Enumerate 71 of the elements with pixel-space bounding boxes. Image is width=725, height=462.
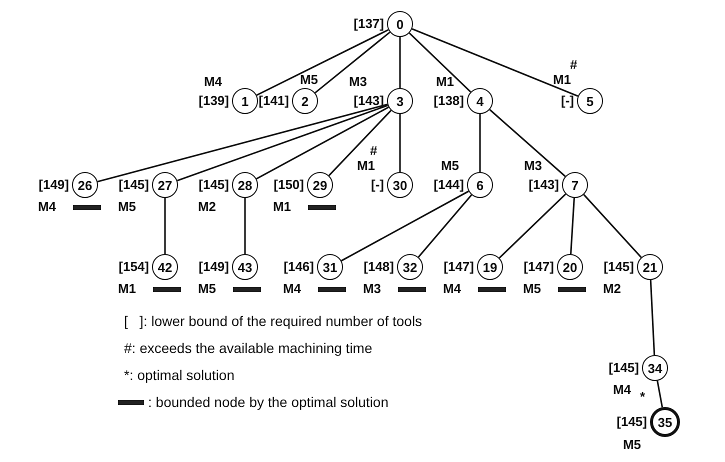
machine-label: M5 (198, 282, 216, 295)
lower-bound-label: [148] (364, 260, 394, 273)
mark-symbol: # (370, 144, 378, 157)
lower-bound-label: [141] (258, 94, 289, 107)
machine-label: M4 (612, 383, 632, 396)
machine-label: M5 (440, 159, 460, 172)
mark-symbol: * (640, 390, 646, 403)
machine-label: M2 (602, 282, 622, 295)
tree-edge (412, 28, 578, 97)
tree-edge (399, 37, 401, 88)
machine-label: M1 (272, 200, 292, 213)
lower-bound-label: [-] (561, 94, 574, 107)
machine-label: M3 (348, 75, 368, 88)
lower-bound-label: [143] (354, 94, 384, 107)
machine-label: M5 (300, 73, 318, 86)
mark-symbol: # (570, 58, 578, 71)
tree-edge (97, 104, 388, 182)
tree-edge (164, 198, 166, 254)
machine-label: M1 (552, 73, 572, 86)
machine-label: M4 (38, 200, 56, 213)
lower-bound-label: [149] (38, 178, 69, 191)
machine-label: M2 (198, 200, 216, 213)
machine-label: M3 (524, 159, 542, 172)
legend-text: *: optimal solution (124, 368, 235, 382)
tree-edge (418, 194, 472, 258)
lower-bound-label: [139] (198, 94, 229, 107)
lower-bound-label: [137] (354, 17, 384, 30)
machine-label: M5 (522, 282, 542, 295)
lower-bound-label: [145] (604, 260, 634, 273)
legend-text: #: exceeds the available machining time (124, 341, 372, 355)
tree-edge (314, 32, 390, 94)
machine-label: M1 (436, 75, 454, 88)
tree-edge (570, 198, 575, 254)
tree-edge (656, 380, 664, 408)
lower-bound-label: [146] (284, 260, 314, 273)
machine-label: M4 (442, 282, 462, 295)
lower-bound-label: [138] (434, 94, 464, 107)
machine-label: M5 (622, 438, 642, 451)
tree-edge (583, 194, 642, 258)
machine-label: M4 (282, 282, 302, 295)
legend-text: : bounded node by the optimal solution (148, 395, 389, 409)
lower-bound-label: [154] (118, 260, 149, 273)
lower-bound-label: [-] (371, 178, 384, 191)
lower-bound-label: [143] (528, 178, 559, 191)
lower-bound-label: [145] (616, 415, 647, 428)
lower-bound-label: [145] (118, 178, 149, 191)
tree-edge (479, 114, 481, 172)
tree-edge (328, 110, 392, 176)
lower-bound-label: [150] (274, 178, 304, 191)
lower-bound-label: [145] (198, 178, 229, 191)
lower-bound-label: [145] (608, 361, 639, 374)
machine-label: M5 (118, 200, 136, 213)
machine-label: M1 (356, 159, 376, 172)
tree-edge (341, 190, 469, 262)
tree-edge (244, 198, 246, 254)
machine-label: M1 (118, 282, 136, 295)
tree-edge (256, 106, 389, 180)
tree-edge (176, 104, 388, 182)
lower-bound-label: [144] (434, 178, 464, 191)
tree-edge (489, 109, 566, 177)
tree-edge (408, 32, 472, 93)
machine-label: M4 (204, 75, 222, 88)
tree-edge (498, 193, 566, 259)
lower-bound-label: [147] (444, 260, 474, 273)
machine-label: M3 (362, 282, 382, 295)
lower-bound-label: [147] (524, 260, 554, 273)
legend-text: [ ]: lower bound of the required number of tools (124, 314, 422, 328)
tree-edge (399, 114, 401, 172)
tree-edge (256, 29, 389, 96)
lower-bound-label: [149] (198, 260, 229, 273)
tree-edge (650, 280, 656, 356)
